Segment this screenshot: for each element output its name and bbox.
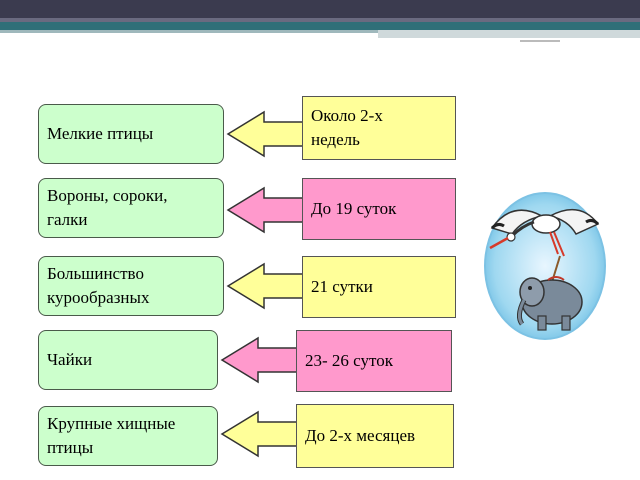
bird-label: Чайки [47,350,93,369]
time-box-19-days: До 19 суток [302,178,456,240]
bird-label: Вороны, сороки, галки [47,186,168,229]
bird-box-small-birds: Мелкие птицы [38,104,224,164]
arrow-left-icon [220,410,299,458]
time-label: До 19 суток [311,199,397,218]
bird-label: Мелкие птицы [47,124,154,143]
time-box-2-months: До 2-х месяцев [296,404,454,468]
time-label: 21 сутки [311,277,373,296]
time-box-about-2-weeks: Около 2-х недель [302,96,456,160]
time-box-21-days: 21 сутки [302,256,456,318]
time-box-23-26-days: 23- 26 суток [296,330,452,392]
arrow-left-icon [226,262,305,310]
header-decoration [0,0,640,42]
stork-carrying-elephant-icon [484,192,606,340]
arrow-left-icon [226,186,305,234]
bird-box-gallinaceous: Большинство курообразных [38,256,224,316]
arrow-left-icon [220,336,299,384]
bird-box-raptors: Крупные хищные птицы [38,406,218,466]
arrow-left-icon [226,110,305,158]
time-label: 23- 26 суток [305,351,393,370]
bird-box-gulls: Чайки [38,330,218,390]
bird-box-crows: Вороны, сороки, галки [38,178,224,238]
time-label: До 2-х месяцев [305,426,416,445]
time-label: Около 2-х недель [311,106,383,149]
bird-label: Большинство курообразных [47,264,150,307]
bird-label: Крупные хищные птицы [47,414,176,457]
